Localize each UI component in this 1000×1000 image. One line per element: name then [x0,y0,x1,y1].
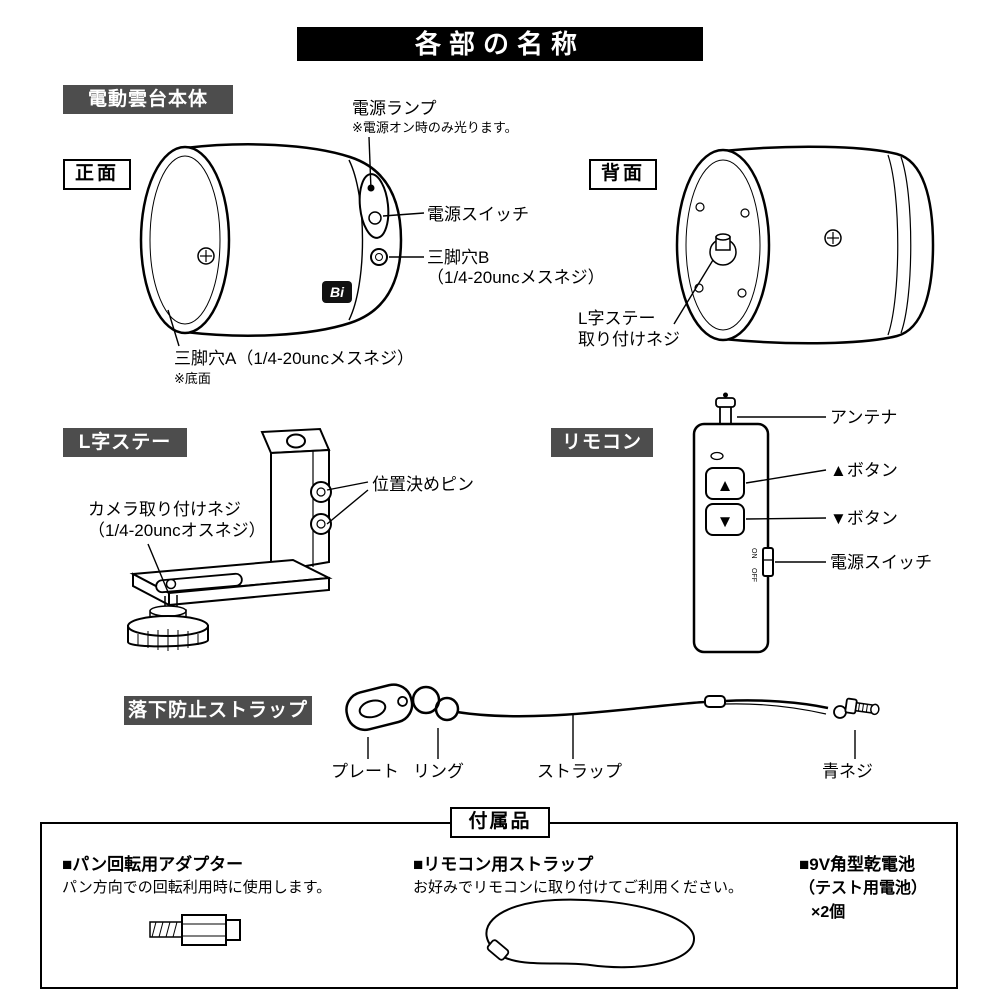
callout-tripod-hole-b-spec: （1/4-20uncメスネジ） [427,268,605,287]
pan-adapter-illustration [149,914,241,946]
callout-up-button: ▲ボタン [830,461,898,480]
remote-led [710,451,724,461]
face-screw-icon [737,288,747,298]
section-label-remote: リモコン [551,428,653,457]
strap-ring-2 [434,696,460,722]
brand-logo-text: Bi [330,284,345,300]
callout-line-pin-2 [326,489,369,525]
strap-cord [456,700,707,718]
remote-strap-illustration [485,898,696,969]
brand-logo: Bi [322,281,352,303]
front-view-label: 正面 [63,159,131,190]
accessory-2-description: お好みでリモコンに取り付けてご利用ください。 [413,879,744,896]
callout-line-up-button [745,469,827,484]
callout-remote-power-switch: 電源スイッチ [830,553,932,572]
blue-screw [833,697,880,719]
callout-tripod-hole-a: 三脚穴A（1/4-20uncメスネジ） [174,349,414,368]
remote-illustration: ▲ ▼ ON OFF [692,392,827,654]
callout-plate: プレート [331,762,399,781]
l-stay-mount-screw [709,233,737,266]
pan-head-back-illustration [673,145,935,345]
callout-tripod-hole-b: 三脚穴B [427,248,490,267]
power-switch-dot [368,211,382,225]
remote-power-switch [762,547,774,577]
callout-power-switch: 電源スイッチ [427,205,529,224]
callout-down-button: ▼ボタン [830,509,898,528]
callout-power-lamp-note: ※電源オン時のみ光ります。 [352,120,518,135]
accessory-1-title: ■パン回転用アダプター [62,855,244,874]
accessory-3-description: （テスト用電池） [799,880,928,897]
accessory-3-quantity: ×2個 [811,904,846,921]
callout-antenna: アンテナ [830,408,898,427]
tripod-hole-b [370,248,388,266]
accessory-1-description: パン方向での回転利用時に使用します。 [62,879,332,896]
face-screw-icon [695,202,705,212]
strap-plate [345,683,414,732]
camera-screw-tip [165,578,177,590]
antenna [715,392,736,427]
remote-up-glyph: ▲ [717,476,734,495]
remote-down-glyph: ▼ [717,512,734,531]
accessories-title: 付属品 [450,807,550,838]
face-screw-icon [740,208,750,218]
callout-line-down-button [745,517,827,520]
remote-down-button [705,503,745,536]
callout-ring: リング [413,762,464,781]
callout-line-camera-screw [147,543,169,593]
remote-body [692,422,770,654]
accessory-3-title: ■9V角型乾電池 [799,855,916,874]
back-body-screw-icon [824,229,842,247]
callout-line-tripod-a [167,309,180,347]
l-stay-illustration [127,427,369,651]
remote-off-text: OFF [750,568,757,582]
page-title: 各部の名称 [297,27,703,61]
callout-line-power-lamp [368,136,372,191]
callout-positioning-pin: 位置決めピン [372,475,474,494]
positioning-pins [310,481,332,535]
camera-screw-knob [127,605,209,651]
callout-strap: ストラップ [537,762,622,781]
section-label-main-unit: 電動雲台本体 [63,85,233,114]
callout-l-stay-screw-line1: L字ステー [578,309,656,328]
pan-head-front-illustration: Bi [139,136,425,347]
callout-blue-screw: 青ネジ [822,762,873,781]
body-screw-icon [197,247,215,265]
callout-camera-screw-line1: カメラ取り付けネジ [88,500,241,519]
cord-sleeve [704,695,726,708]
callout-line-l-stay-screw [673,259,714,325]
back-view-label: 背面 [589,159,657,190]
callout-camera-screw-line2: （1/4-20uncオスネジ） [88,521,266,540]
section-label-l-stay: L字ステー [63,428,187,457]
remote-on-text: ON [750,548,757,559]
section-label-strap: 落下防止ストラップ [124,696,312,725]
callout-tripod-hole-a-note: ※底面 [174,371,211,386]
callout-line-pin-1 [326,481,369,491]
strap-illustration [345,683,880,759]
accessory-2-title: ■リモコン用ストラップ [413,855,594,874]
callout-power-lamp: 電源ランプ [352,99,437,118]
slide-slot [155,572,243,594]
callout-line-power-switch [382,212,425,217]
power-lamp-and-switch [358,173,390,239]
callout-l-stay-screw-line2: 取り付けネジ [578,330,680,349]
remote-up-button [705,467,745,500]
